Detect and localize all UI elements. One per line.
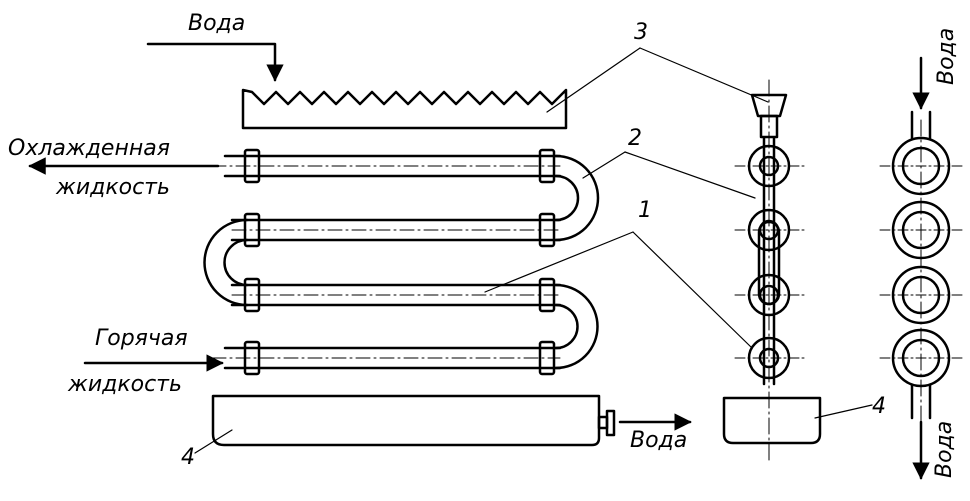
- u-bend-right-upper: [554, 154, 600, 242]
- pipe-row-1: [211, 154, 562, 178]
- pipe-row-3: [230, 283, 562, 307]
- callout-4-right: 4: [872, 394, 886, 419]
- pipe-row-4: [211, 346, 562, 370]
- label-cooled-liquid-line2: жидкость: [56, 175, 170, 200]
- end-view-crosslines: [879, 165, 963, 359]
- side-view-crosslines: [734, 165, 806, 359]
- label-hot-liquid-line2: жидкость: [68, 372, 182, 397]
- callout-3: 3: [634, 20, 648, 45]
- callout-1: 1: [638, 198, 652, 223]
- side-view-funnel: [750, 93, 788, 139]
- callout-4-left: 4: [181, 445, 195, 470]
- u-bend-right-lower: [554, 283, 599, 370]
- water-inlet-arrow-top: [146, 42, 284, 82]
- water-distribution-trough: [241, 88, 568, 130]
- collecting-tray-left: [211, 394, 616, 447]
- label-water-top: Вода: [188, 11, 246, 36]
- collecting-tray-side: [722, 396, 822, 445]
- callout-2: 2: [628, 126, 642, 151]
- leader-lines: [194, 47, 873, 454]
- label-hot-liquid-line1: Горячая: [95, 326, 188, 351]
- pipe-flanges: [243, 148, 556, 376]
- label-water-right-top: Вода: [934, 27, 959, 85]
- label-water-right-bottom: Вода: [932, 420, 957, 478]
- u-bend-left-middle: [203, 218, 249, 307]
- label-water-out: Вода: [630, 428, 688, 453]
- pipe-row-2: [230, 218, 562, 242]
- label-cooled-liquid-line1: Охлажденная: [8, 136, 170, 161]
